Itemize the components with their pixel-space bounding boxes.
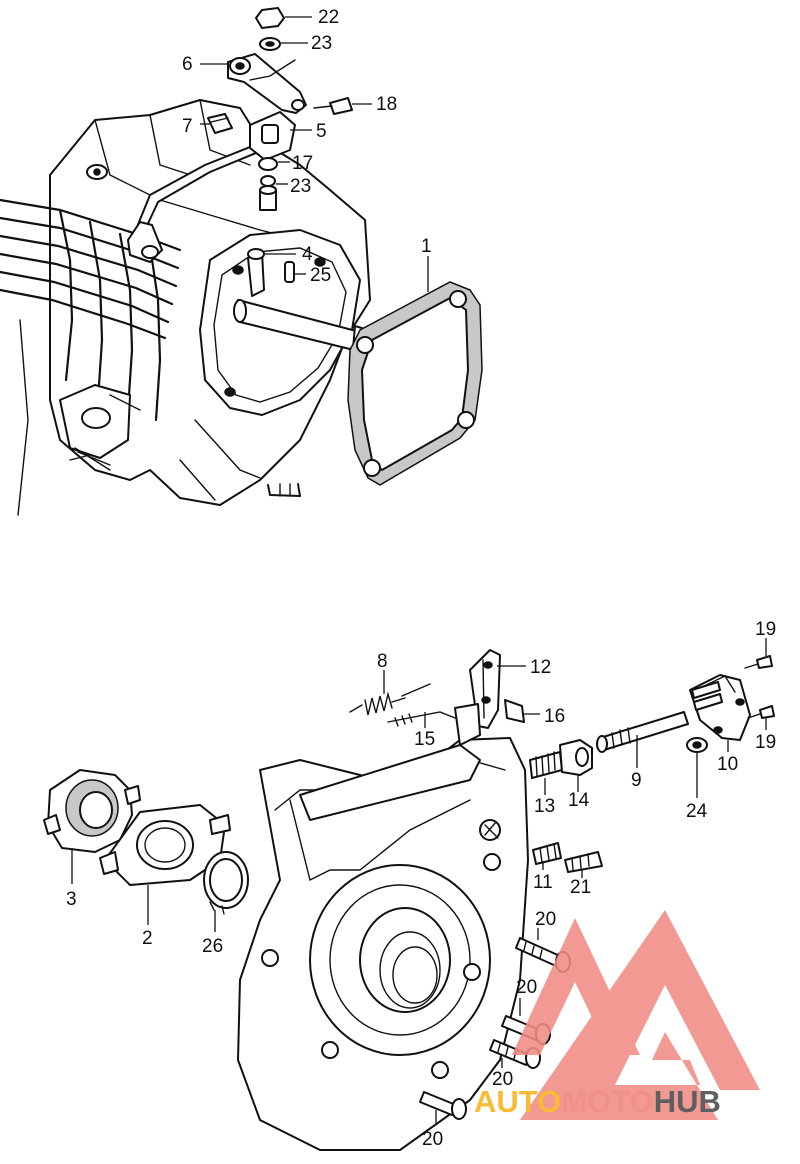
- callout-20-d: 20: [422, 1129, 443, 1150]
- callout-8: 8: [377, 651, 388, 672]
- watermark-text-moto: MOTO: [561, 1084, 653, 1119]
- watermark-m-shape: [512, 918, 640, 1055]
- callout-10: 10: [717, 754, 738, 775]
- bearing-plate-2: [99, 804, 231, 886]
- callout-23-top: 23: [311, 33, 332, 54]
- callout-3: 3: [66, 889, 77, 910]
- callout-21: 21: [570, 877, 591, 898]
- callout-19-bottom: 19: [755, 732, 776, 753]
- callout-22: 22: [318, 7, 339, 28]
- callout-17: 17: [292, 153, 313, 174]
- callout-15: 15: [414, 729, 435, 750]
- callout-20-a: 20: [535, 909, 556, 930]
- callout-25: 25: [310, 265, 331, 286]
- callout-6: 6: [182, 54, 193, 75]
- bearing-holder-3: [43, 769, 141, 853]
- callout-11: 11: [533, 872, 553, 893]
- callout-26: 26: [202, 936, 223, 957]
- watermark-text-auto: AUTO: [474, 1084, 561, 1119]
- callout-12: 12: [530, 657, 551, 678]
- shaft-assembly: [529, 655, 775, 779]
- watermark-logo: AUTOMOTOHUB: [474, 910, 760, 1120]
- callout-5: 5: [316, 121, 327, 142]
- callout-19-top: 19: [755, 619, 776, 640]
- engine-block: [0, 99, 371, 516]
- callout-4: 4: [302, 244, 313, 265]
- callout-1: 1: [421, 236, 432, 257]
- callout-16: 16: [544, 706, 565, 727]
- leader-lines: [71, 16, 767, 1124]
- shift-linkage: [127, 7, 353, 283]
- callout-7: 7: [182, 116, 193, 137]
- callout-20-c: 20: [492, 1069, 513, 1090]
- side-cover: [237, 737, 529, 1151]
- callout-14: 14: [568, 790, 590, 811]
- callout-24: 24: [686, 801, 708, 822]
- watermark-text: AUTOMOTOHUB: [474, 1084, 721, 1119]
- watermark-text-hub: HUB: [654, 1084, 721, 1119]
- callout-20-b: 20: [516, 977, 537, 998]
- callout-9: 9: [631, 770, 642, 791]
- circlip-26: [203, 851, 249, 915]
- gasket: [347, 281, 483, 486]
- callout-13: 13: [534, 796, 555, 817]
- watermark-triangle: [520, 910, 760, 1120]
- callout-numbers: 22 23 6 18 7 5 17 23 4 25 1 19 8 12 16 1…: [66, 7, 776, 1150]
- callout-18: 18: [376, 94, 397, 115]
- screws-11-21: [532, 842, 603, 873]
- callout-2: 2: [142, 928, 153, 949]
- shift-lever-assembly: [349, 649, 525, 746]
- callout-23-mid: 23: [290, 176, 311, 197]
